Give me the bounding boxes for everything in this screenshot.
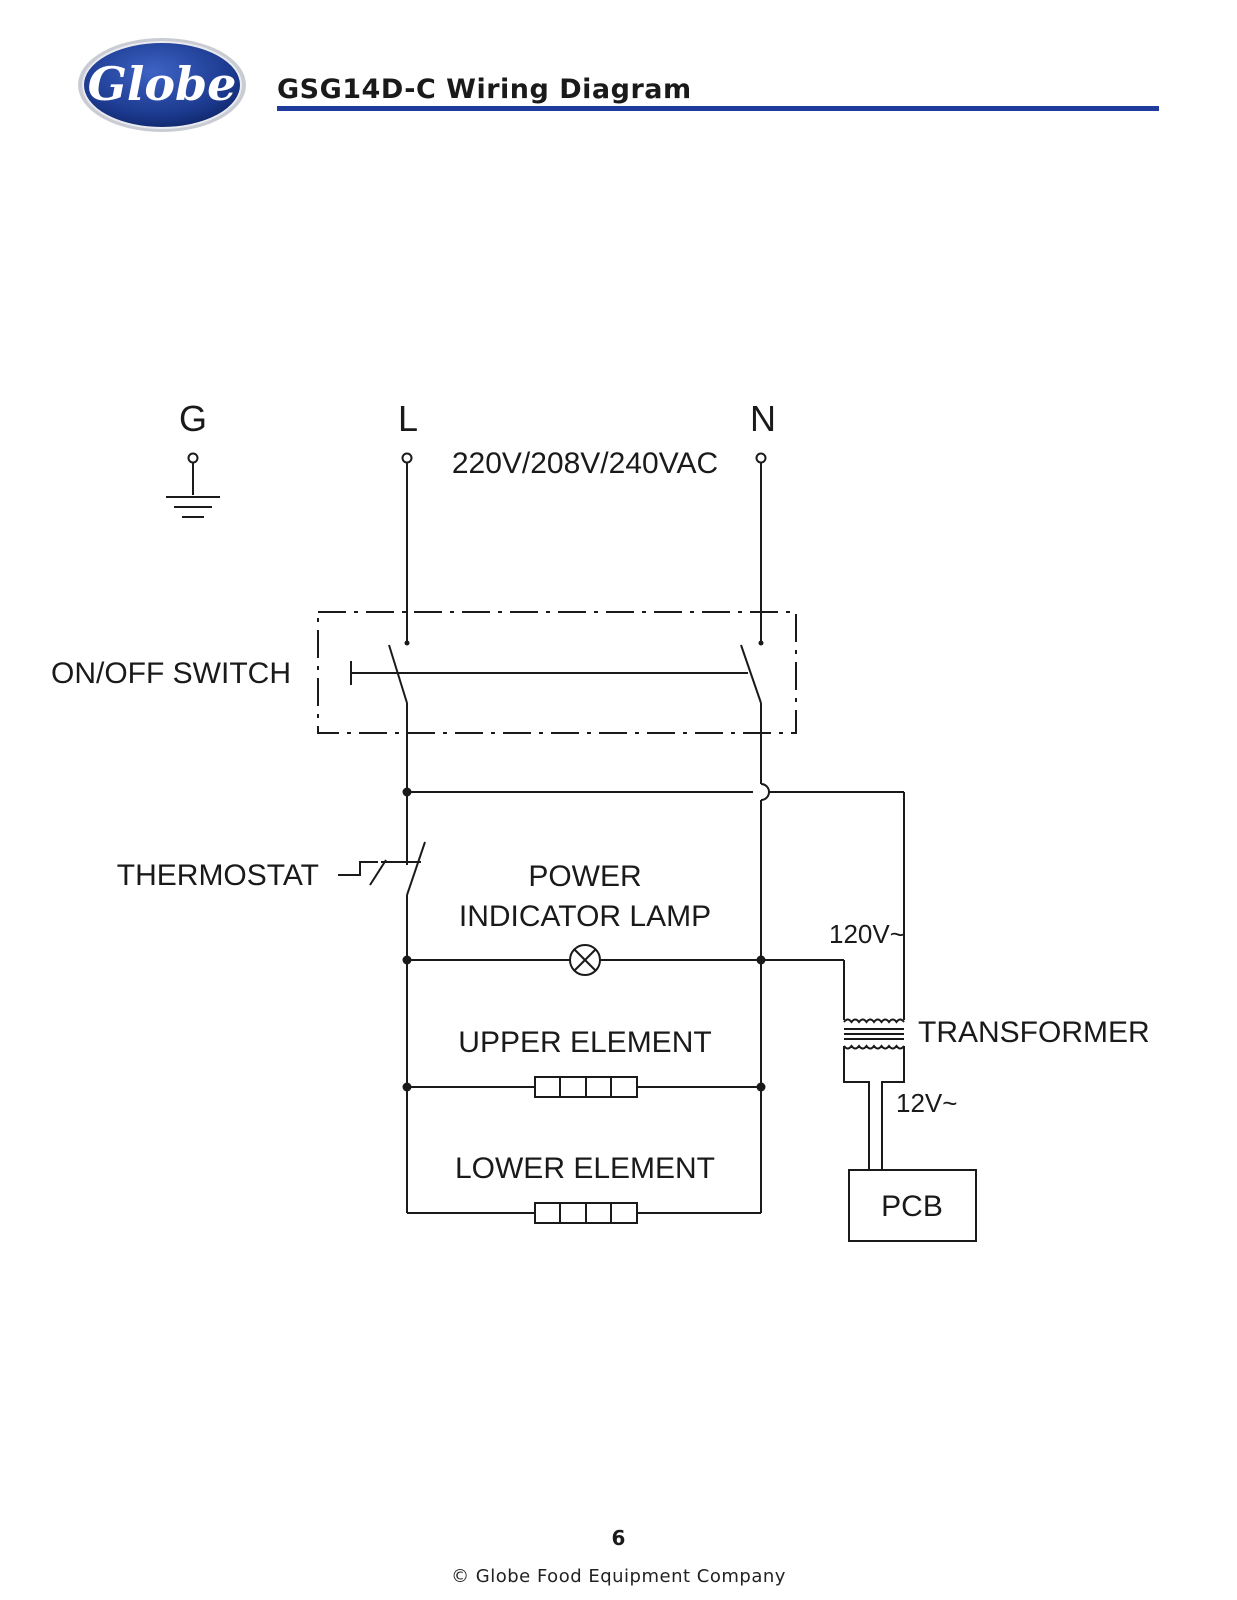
junction-dot xyxy=(402,1082,412,1092)
junction-dot xyxy=(756,1082,766,1092)
transformer-label: TRANSFORMER xyxy=(918,1016,1150,1049)
junction-dot xyxy=(758,640,764,646)
upper-element-symbol xyxy=(534,1076,638,1098)
globe-logo: Globe xyxy=(78,38,246,132)
pcb-box xyxy=(848,1169,977,1242)
upper-element-label: UPPER ELEMENT xyxy=(458,1026,711,1059)
primary-voltage-label: 120V~ xyxy=(829,919,905,949)
copyright-footer: © Globe Food Equipment Company xyxy=(451,1566,786,1587)
line-label: L xyxy=(398,398,418,439)
page-number: 6 xyxy=(611,1526,626,1550)
lower-element-label: LOWER ELEMENT xyxy=(455,1152,715,1185)
logo-text: Globe xyxy=(88,57,237,111)
transformer-symbol xyxy=(843,1018,905,1170)
ground-symbol xyxy=(166,452,220,518)
supply-voltage-label: 220V/208V/240VAC xyxy=(452,447,718,480)
lower-element-symbol xyxy=(534,1202,638,1224)
lamp-label-line2: INDICATOR LAMP xyxy=(459,900,711,933)
pcb-label: PCB xyxy=(881,1190,943,1223)
junction-dot xyxy=(402,787,412,797)
indicator-lamp-symbol xyxy=(569,944,601,976)
neutral-terminal xyxy=(755,452,767,464)
switch-enclosure xyxy=(317,611,797,734)
junction-dot xyxy=(402,955,412,965)
switch-label: ON/OFF SWITCH xyxy=(51,657,291,690)
title-rule xyxy=(277,106,1159,111)
ground-label: G xyxy=(179,398,207,439)
thermostat-symbol xyxy=(338,841,426,1210)
junction-dot xyxy=(404,640,410,646)
line-terminal xyxy=(401,452,413,464)
junction-dot xyxy=(756,955,766,965)
page-title: GSG14D-C Wiring Diagram xyxy=(277,74,692,105)
thermostat-label: THERMOSTAT xyxy=(117,859,319,892)
lamp-label-line1: POWER xyxy=(528,860,641,893)
switch-contact-n xyxy=(740,644,762,704)
secondary-voltage-label: 12V~ xyxy=(896,1088,957,1118)
neutral-label: N xyxy=(750,398,776,439)
